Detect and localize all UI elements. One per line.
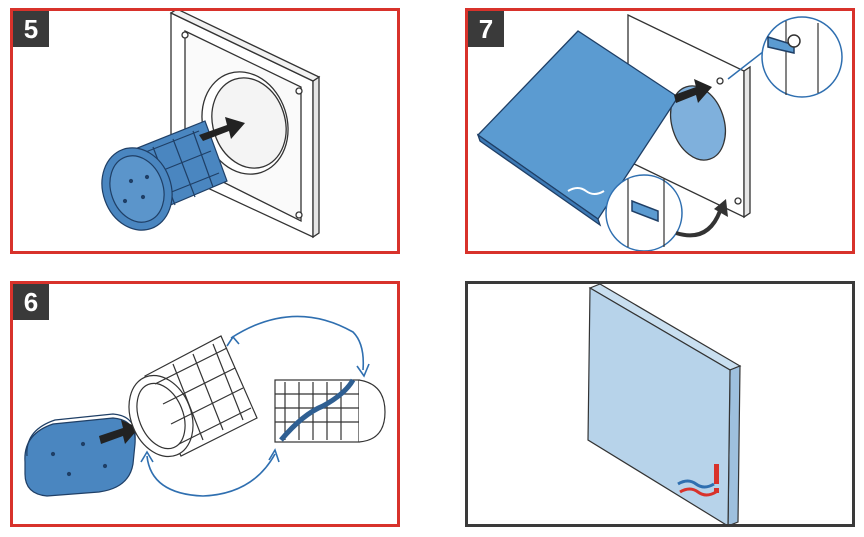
- filter-pad-icon: [24, 413, 136, 497]
- cycle-arrow-icon: [140, 315, 370, 497]
- step-6-panel: 6: [10, 281, 400, 527]
- step-number-badge: 6: [13, 284, 49, 320]
- wall-frame-icon: [169, 11, 321, 239]
- step-7-illustration: [476, 13, 843, 251]
- step-7-panel: 7: [465, 8, 855, 254]
- closed-panel-icon: [587, 284, 742, 524]
- step-6-illustration: [24, 315, 386, 497]
- brand-logo-icon: [677, 464, 719, 497]
- filter-cartridge-icon: [101, 120, 228, 231]
- rolled-filter-icon: [274, 378, 386, 443]
- insert-arrow-icon: [199, 117, 245, 141]
- step-number-badge: 7: [468, 11, 504, 47]
- step-5-panel: 5: [10, 8, 400, 254]
- insert-arrow-icon: [674, 79, 712, 103]
- wall-frame-icon: [627, 13, 751, 219]
- filter-cage-icon: [128, 335, 258, 458]
- step-5-illustration: [101, 11, 321, 239]
- rotate-arrow-icon: [675, 199, 728, 238]
- final-result-panel: [465, 281, 855, 527]
- detail-magnifier-icon: [727, 16, 843, 98]
- final-illustration: [587, 284, 742, 524]
- detail-magnifier-icon: [605, 174, 683, 251]
- insert-arrow-icon: [99, 420, 139, 444]
- step-number-badge: 5: [13, 11, 49, 47]
